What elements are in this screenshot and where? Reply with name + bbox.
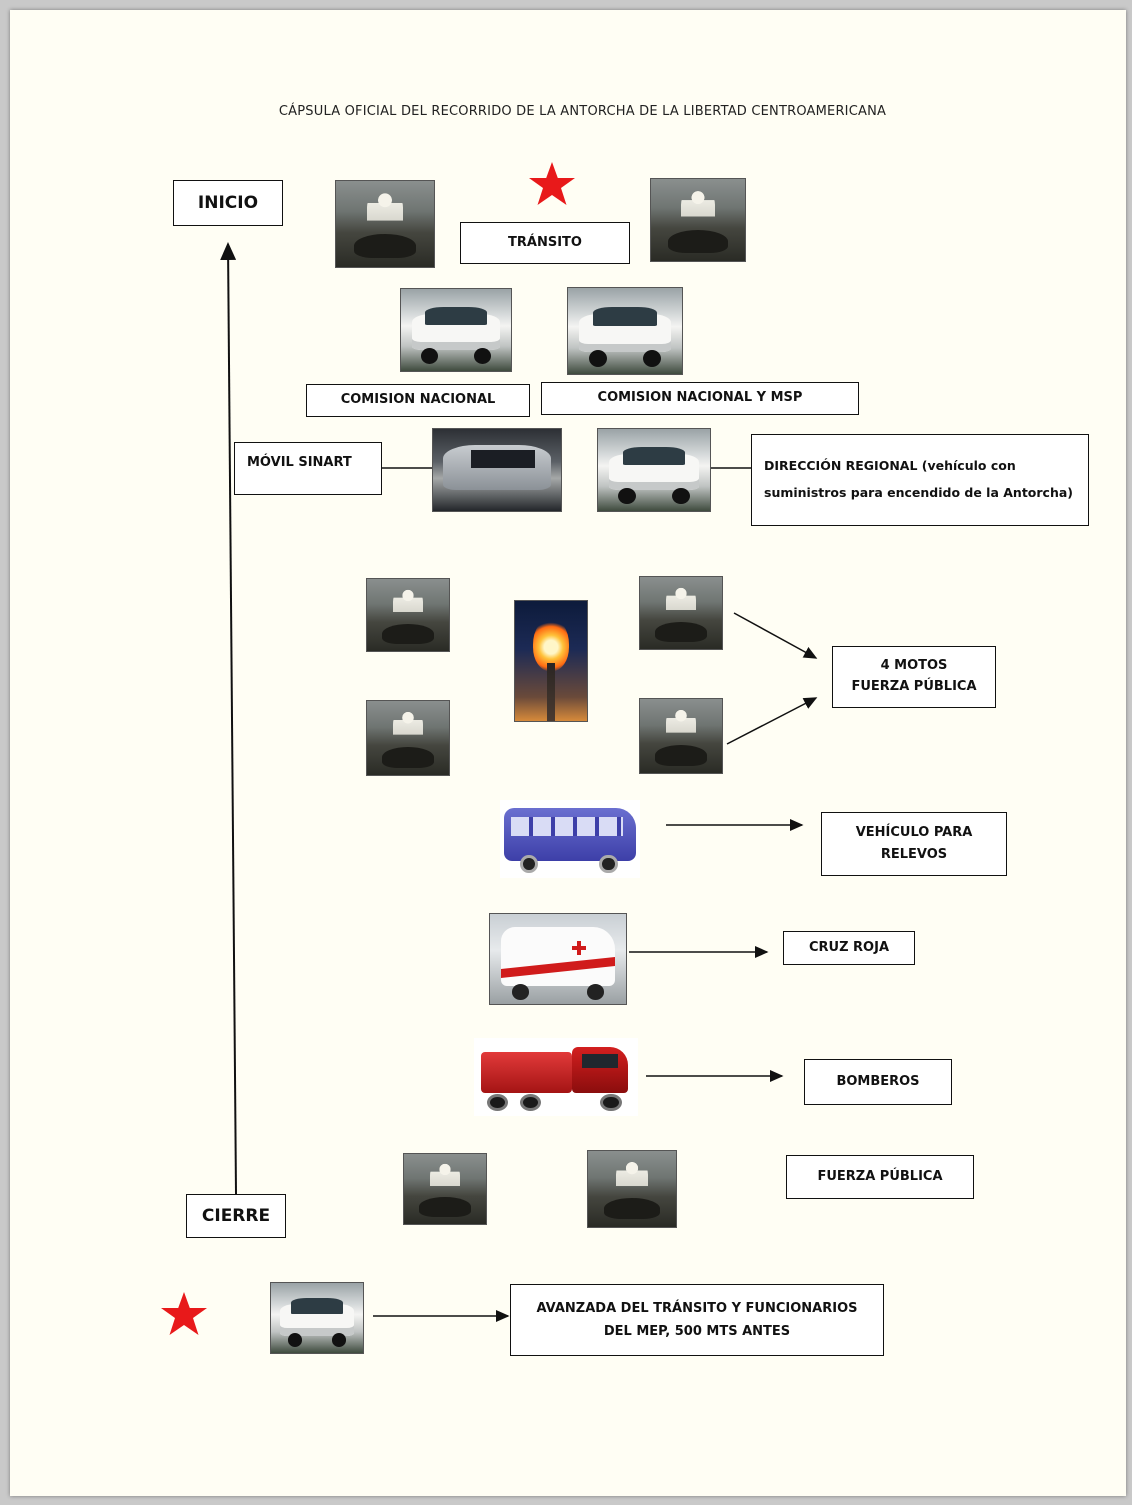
bus-photo — [500, 800, 640, 878]
moto-top-arrow — [733, 612, 818, 659]
pickup-photo — [400, 288, 512, 372]
fuerza-publica-label: FUERZA PÚBLICA — [817, 1168, 943, 1184]
movil-sinart-label: MÓVIL SINART — [247, 455, 352, 470]
comision-nacional-msp-label: COMISION NACIONAL Y MSP — [597, 390, 803, 406]
fire-truck-photo — [474, 1038, 638, 1116]
comision-nacional-msp-box: COMISION NACIONAL Y MSP — [541, 382, 859, 415]
comision-nacional-label: COMISION NACIONAL — [340, 392, 496, 408]
motorcycle-photo — [639, 698, 723, 774]
relevos-box: VEHÍCULO PARA RELEVOS — [821, 812, 1007, 876]
relevos-label-line2: RELEVOS — [880, 847, 948, 862]
motorcycle-photo — [639, 576, 723, 650]
avanzada-label-line1: AVANZADA DEL TRÁNSITO Y FUNCIONARIOS — [536, 1300, 858, 1316]
motorcycle-photo — [366, 700, 450, 776]
motos-fuerza-publica-box: 4 MOTOS FUERZA PÚBLICA — [832, 646, 996, 708]
cierre-label: CIERRE — [201, 1205, 271, 1226]
cruz-roja-box: CRUZ ROJA — [783, 931, 915, 965]
torch-photo — [514, 600, 588, 722]
cierre-box: CIERRE — [186, 1194, 286, 1238]
motorcycle-photo — [335, 180, 435, 268]
fuerza-publica-box: FUERZA PÚBLICA — [786, 1155, 974, 1199]
avanzada-label-line2: DEL MEP, 500 MTS ANTES — [603, 1324, 791, 1339]
direccion-regional-box: DIRECCIÓN REGIONAL (vehículo con suminis… — [751, 434, 1089, 526]
movil-sinart-box: MÓVIL SINART — [234, 442, 382, 495]
ambulance-photo — [489, 913, 627, 1005]
bomberos-box: BOMBEROS — [804, 1059, 952, 1105]
motos-label-line2: FUERZA PÚBLICA — [851, 679, 977, 694]
inicio-label: INICIO — [197, 192, 259, 213]
direccion-regional-label: DIRECCIÓN REGIONAL (vehículo con suminis… — [764, 458, 1074, 500]
inicio-box: INICIO — [173, 180, 283, 226]
bomberos-label: BOMBEROS — [836, 1073, 920, 1089]
connector-layer — [220, 242, 818, 1322]
transito-label: TRÁNSITO — [508, 234, 582, 250]
page-title: CÁPSULA OFICIAL DEL RECORRIDO DE LA ANTO… — [278, 104, 887, 119]
avanzada-box: AVANZADA DEL TRÁNSITO Y FUNCIONARIOS DEL… — [510, 1284, 884, 1356]
pickup-photo — [567, 287, 683, 375]
pickup-photo — [270, 1282, 364, 1354]
comision-nacional-box: COMISION NACIONAL — [306, 384, 530, 417]
red-star-icon — [529, 162, 575, 205]
document-page: CÁPSULA OFICIAL DEL RECORRIDO DE LA ANTO… — [10, 10, 1126, 1496]
motorcycle-photo — [366, 578, 450, 652]
moto-bottom-arrow — [726, 697, 818, 745]
transito-box: TRÁNSITO — [460, 222, 630, 264]
motorcycle-photo — [587, 1150, 677, 1228]
cierre-to-inicio-arrow — [220, 242, 237, 1195]
pickup-photo — [597, 428, 711, 512]
red-star-icon — [161, 1292, 207, 1335]
sinart-van-photo — [432, 428, 562, 512]
cruz-roja-label: CRUZ ROJA — [808, 939, 890, 955]
relevos-label-line1: VEHÍCULO PARA — [855, 824, 973, 840]
motos-label-line1: 4 MOTOS — [880, 658, 948, 674]
motorcycle-photo — [403, 1153, 487, 1225]
motorcycle-photo — [650, 178, 746, 262]
